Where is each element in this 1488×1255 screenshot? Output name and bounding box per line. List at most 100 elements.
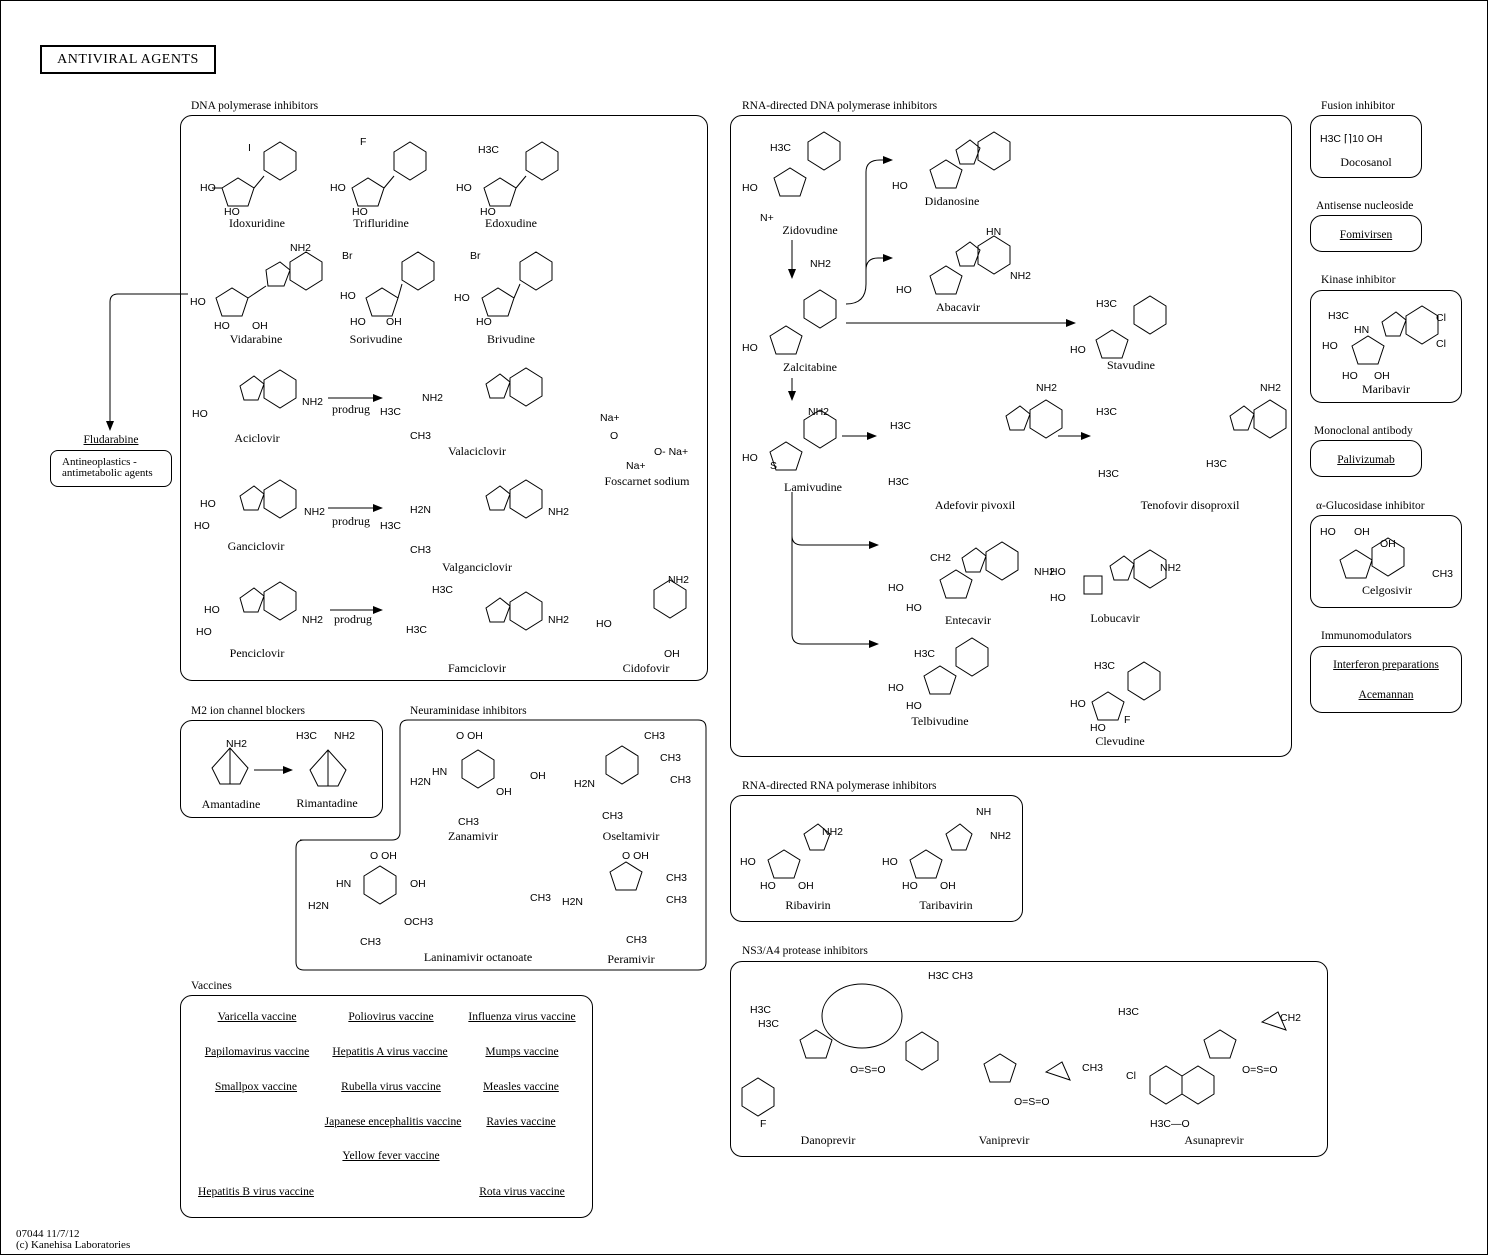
drug-oseltamivir[interactable]: Oseltamivir [602, 829, 660, 843]
category-vaccines: Vaccines [191, 980, 232, 992]
vaccine-link[interactable]: Hepatitis B virus vaccine [198, 1186, 314, 1198]
category-m2: M2 ion channel blockers [191, 705, 306, 717]
drug-telbivudine[interactable]: Telbivudine [911, 714, 969, 728]
fomivirsen-link[interactable]: Fomivirsen [1339, 229, 1393, 241]
drug-ganciclovir[interactable]: Ganciclovir [227, 539, 285, 553]
drug-danoprevir[interactable]: Danoprevir [800, 1133, 856, 1147]
vaccine-link[interactable]: Hepatitis A virus vaccine [332, 1046, 448, 1058]
drug-celgosivir[interactable]: Celgosivir [1362, 583, 1412, 597]
vaccine-link[interactable]: Influenza virus vaccine [468, 1011, 576, 1023]
drug-ribavirin[interactable]: Ribavirin [785, 898, 831, 912]
drug-zidovudine[interactable]: Zidovudine [782, 223, 838, 237]
vaccine-link[interactable]: Ravies vaccine [486, 1116, 556, 1128]
zalcitabine-didanosine-arrow [845, 156, 893, 305]
glucosidase-box [1310, 515, 1462, 608]
map-id: 07044 11/7/12 [16, 1228, 80, 1240]
drug-rimantadine[interactable]: Rimantadine [296, 796, 358, 810]
rna-directed-rna-box [730, 795, 1023, 922]
vaccines-box [180, 995, 593, 1218]
vaccine-link[interactable]: Yellow fever vaccine [342, 1150, 440, 1162]
drug-valaciclovir[interactable]: Valaciclovir [448, 444, 506, 458]
drug-vidarabine[interactable]: Vidarabine [229, 332, 283, 346]
category-neuraminidase: Neuraminidase inhibitors [410, 705, 527, 717]
drug-cidofovir[interactable]: Cidofovir [622, 661, 670, 675]
immunomodulators-box [1310, 646, 1462, 713]
drug-didanosine[interactable]: Didanosine [924, 194, 980, 208]
drug-edoxudine[interactable]: Edoxudine [485, 216, 537, 230]
drug-tenofovir[interactable]: Tenofovir disoproxil [1140, 498, 1240, 512]
drug-laninamivir[interactable]: Laninamivir octanoate [423, 950, 533, 964]
zalcitabine-abacavir-arrow [865, 254, 893, 271]
drug-trifluridine[interactable]: Trifluridine [353, 216, 409, 230]
acemannan-link[interactable]: Acemannan [1358, 689, 1414, 701]
dna-polymerase-box [180, 115, 708, 681]
category-dna-polymerase: DNA polymerase inhibitors [191, 100, 319, 112]
vidarabine-fludarabine-arrow [106, 293, 188, 431]
fludarabine-link[interactable]: Fludarabine [83, 434, 139, 446]
drug-famciclovir[interactable]: Famciclovir [448, 661, 506, 675]
lamivudine-entecavir-arrow [791, 535, 879, 549]
palivizumab-link[interactable]: Palivizumab [1337, 454, 1395, 466]
rna-directed-dna-box [730, 115, 1292, 757]
drug-zanamivir[interactable]: Zanamivir [448, 829, 498, 843]
drug-stavudine[interactable]: Stavudine [1107, 358, 1155, 372]
vaccine-link[interactable]: Japanese encephalitis vaccine [324, 1116, 462, 1128]
drug-sorivudine[interactable]: Sorivudine [349, 332, 403, 346]
prodrug-label-2: prodrug [332, 514, 370, 528]
category-ns3: NS3/A4 protease inhibitors [742, 945, 868, 957]
fusion-box [1310, 115, 1422, 178]
category-antisense: Antisense nucleoside [1316, 200, 1414, 212]
antineoplastics-box[interactable] [50, 450, 172, 487]
vaccine-link[interactable]: Poliovirus vaccine [348, 1011, 434, 1023]
kinase-box [1310, 290, 1462, 403]
drug-lobucavir[interactable]: Lobucavir [1090, 611, 1140, 625]
antineoplastics-label: Antineoplastics - antimetabolic agents [62, 456, 153, 479]
vaccine-link[interactable]: Papilomavirus vaccine [204, 1046, 310, 1058]
drug-aciclovir[interactable]: Aciclovir [234, 431, 280, 445]
vaccine-link[interactable]: Mumps vaccine [485, 1046, 559, 1058]
drug-lamivudine[interactable]: Lamivudine [784, 480, 842, 494]
vaccine-link[interactable]: Smallpox vaccine [214, 1081, 298, 1093]
monoclonal-box [1310, 440, 1422, 477]
ns3-box [730, 961, 1328, 1157]
drug-adefovir[interactable]: Adefovir pivoxil [934, 498, 1016, 512]
drug-abacavir[interactable]: Abacavir [936, 300, 980, 314]
drug-foscarnet[interactable]: Foscarnet sodium [604, 474, 690, 488]
drug-idoxuridine[interactable]: Idoxuridine [229, 216, 285, 230]
drug-clevudine[interactable]: Clevudine [1095, 734, 1145, 748]
drug-entecavir[interactable]: Entecavir [945, 613, 991, 627]
category-rna-directed-rna: RNA-directed RNA polymerase inhibitors [742, 780, 937, 792]
vaccine-link[interactable]: Measles vaccine [483, 1081, 559, 1093]
m2-box [180, 720, 383, 818]
interferon-link[interactable]: Interferon preparations [1333, 659, 1439, 671]
antisense-box [1310, 215, 1422, 252]
drug-taribavirin[interactable]: Taribavirin [919, 898, 973, 912]
category-fusion: Fusion inhibitor [1321, 100, 1395, 112]
drug-brivudine[interactable]: Brivudine [487, 332, 535, 346]
vaccine-link[interactable]: Varicella vaccine [217, 1011, 297, 1023]
drug-asunaprevir[interactable]: Asunaprevir [1184, 1133, 1244, 1147]
category-immunomodulators: Immunomodulators [1321, 630, 1412, 642]
category-rna-directed-dna: RNA-directed DNA polymerase inhibitors [742, 100, 938, 112]
drug-maribavir[interactable]: Maribavir [1362, 382, 1410, 396]
prodrug-label-1: prodrug [332, 402, 370, 416]
drug-vaniprevir[interactable]: Vaniprevir [978, 1133, 1030, 1147]
drug-docosanol[interactable]: Docosanol [1340, 155, 1392, 169]
vaccine-link[interactable]: Rubella virus vaccine [341, 1081, 441, 1093]
drug-peramivir[interactable]: Peramivir [607, 952, 655, 966]
vaccine-link[interactable]: Rota virus vaccine [479, 1186, 565, 1198]
drug-zalcitabine[interactable]: Zalcitabine [783, 360, 837, 374]
category-kinase: Kinase inhibitor [1321, 274, 1396, 286]
category-monoclonal: Monoclonal antibody [1314, 425, 1413, 437]
drug-penciclovir[interactable]: Penciclovir [229, 646, 285, 660]
neuraminidase-outline [295, 719, 707, 971]
structure-sketches [211, 131, 1439, 1117]
prodrug-label-3: prodrug [334, 612, 372, 626]
drug-valganciclovir[interactable]: Valganciclovir [442, 560, 512, 574]
drug-amantadine[interactable]: Amantadine [201, 797, 261, 811]
map-title: ANTIVIRAL AGENTS [40, 45, 216, 74]
category-glucosidase: α-Glucosidase inhibitor [1316, 500, 1425, 512]
copyright: (c) Kanehisa Laboratories [16, 1239, 131, 1251]
lamivudine-telbivudine-arrow [791, 492, 879, 648]
